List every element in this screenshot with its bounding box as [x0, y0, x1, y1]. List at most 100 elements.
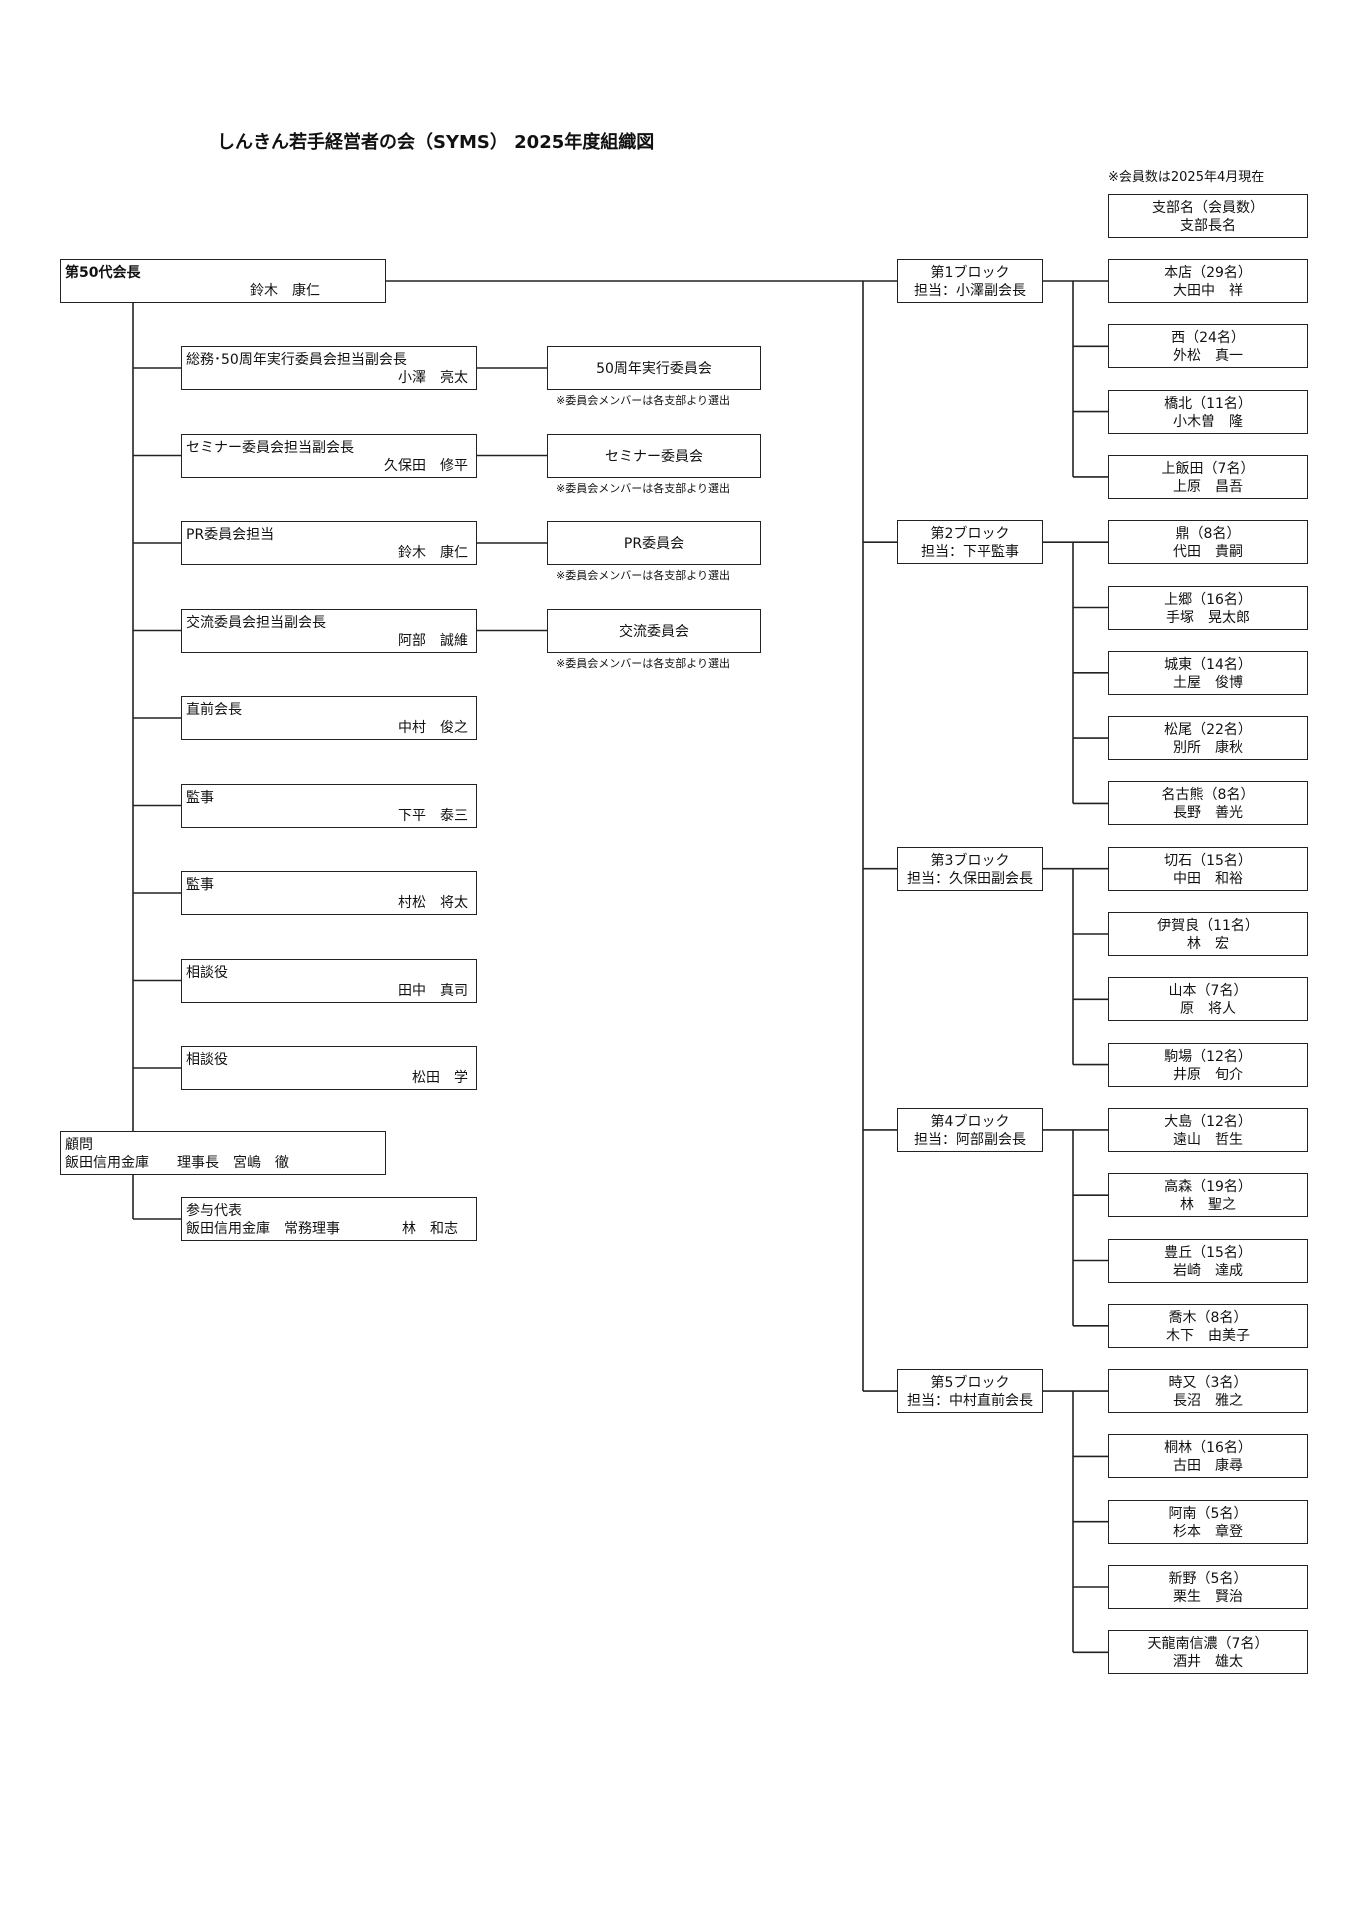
block-manager: 担当：中村直前会長 [907, 1393, 1033, 1410]
branch-name: 切石（15名） [1164, 852, 1252, 869]
officer-role: 監事 [186, 877, 214, 893]
officer-box: 直前会長中村 俊之 [181, 696, 477, 740]
officer-box: 相談役松田 学 [181, 1046, 477, 1090]
branch-leader: 遠山 哲生 [1173, 1131, 1243, 1148]
branch-leader: 小木曽 隆 [1173, 413, 1243, 430]
branch-name: 新野（5名） [1168, 1571, 1248, 1587]
councilor-role: 参与代表 [186, 1203, 242, 1219]
branch-leader: 林 聖之 [1180, 1197, 1236, 1214]
committee-name: 交流委員会 [619, 623, 689, 640]
committee-box: 交流委員会 [547, 608, 761, 653]
officer-box: PR委員会担当鈴木 康仁 [181, 521, 477, 565]
committee-name: 50周年実行委員会 [596, 361, 712, 377]
block-box: 第5ブロック担当：中村直前会長 [897, 1369, 1043, 1414]
block-box: 第4ブロック担当：阿部副会長 [897, 1107, 1043, 1152]
branch-box: 阿南（5名）杉本 章登 [1108, 1499, 1308, 1544]
branch-leader: 杉本 章登 [1173, 1523, 1243, 1540]
branch-box: 新野（5名）栗生 賢治 [1108, 1565, 1308, 1609]
branch-box: 大島（12名）遠山 哲生 [1108, 1107, 1308, 1152]
branch-leader: 代田 貴嗣 [1173, 544, 1243, 561]
councilor-box: 参与代表 飯田信用金庫 常務理事 林 和志 [181, 1197, 477, 1241]
branch-leader: 別所 康秋 [1173, 740, 1243, 757]
branch-name: 伊賀良（11名） [1157, 918, 1259, 934]
branch-box: 城東（14名）土屋 俊博 [1108, 650, 1308, 695]
branch-name: 桐林（16名） [1164, 1440, 1252, 1457]
branch-leader: 中田 和裕 [1173, 870, 1243, 887]
committee-box: PR委員会 [547, 521, 761, 565]
block-manager: 担当：小澤副会長 [914, 283, 1026, 299]
legend-line2: 支部長名 [1180, 218, 1236, 234]
president-name: 鈴木 康仁 [250, 283, 320, 299]
officer-box: 交流委員会担当副会長阿部 誠維 [181, 608, 477, 653]
branch-box: 山本（7名）原 将人 [1108, 977, 1308, 1022]
committee-name: PR委員会 [623, 536, 685, 552]
advisor-box: 顧問 飯田信用金庫 理事長 宮嶋 徹 [60, 1131, 386, 1175]
branch-box: 上飯田（7名）上原 昌吾 [1108, 454, 1308, 499]
branch-leader: 岩崎 達成 [1173, 1262, 1243, 1279]
officer-name: 松田 学 [412, 1070, 468, 1086]
branch-leader: 外松 真一 [1173, 348, 1243, 365]
officer-box: 相談役田中 真司 [181, 958, 477, 1003]
block-name: 第5ブロック [930, 1375, 1010, 1392]
block-manager: 担当：久保田副会長 [907, 870, 1033, 887]
branch-leader: 大田中 祥 [1173, 283, 1243, 299]
committee-note: ※委員会メンバーは各支部より選出 [556, 394, 730, 407]
branch-box: 桐林（16名）古田 康尋 [1108, 1434, 1308, 1479]
officer-role: 監事 [186, 789, 214, 806]
branch-name: 天龍南信濃（7名） [1147, 1636, 1269, 1653]
officer-name: 久保田 修平 [384, 457, 468, 474]
officer-box: 監事下平 泰三 [181, 783, 477, 828]
branch-name: 松尾（22名） [1164, 722, 1252, 739]
branch-name: 名古熊（8名） [1161, 787, 1255, 804]
branch-leader: 酒井 雄太 [1173, 1654, 1243, 1671]
branch-box: 橋北（11名）小木曽 隆 [1108, 389, 1308, 434]
officer-name: 田中 真司 [398, 982, 468, 999]
branch-box: 上郷（16名）手塚 晃太郎 [1108, 585, 1308, 630]
branch-leader: 土屋 俊博 [1173, 674, 1243, 691]
officer-name: 小澤 亮太 [398, 370, 468, 386]
branch-box: 切石（15名）中田 和裕 [1108, 846, 1308, 891]
branch-leader: 長沼 雅之 [1173, 1393, 1243, 1410]
officer-box: 監事村松 将太 [181, 871, 477, 915]
block-name: 第4ブロック [930, 1113, 1010, 1130]
officer-name: 中村 俊之 [398, 720, 468, 736]
branch-name: 鼎（8名） [1175, 526, 1241, 543]
officer-role: PR委員会担当 [186, 527, 275, 543]
branch-box: 鼎（8名）代田 貴嗣 [1108, 520, 1308, 565]
officer-role: 直前会長 [186, 702, 242, 718]
branch-name: 西（24名） [1171, 330, 1245, 347]
block-name: 第2ブロック [930, 526, 1010, 543]
officer-name: 阿部 誠維 [398, 632, 468, 649]
officer-name: 下平 泰三 [398, 807, 468, 824]
branch-box: 伊賀良（11名）林 宏 [1108, 912, 1308, 956]
branch-leader: 古田 康尋 [1173, 1458, 1243, 1475]
branch-name: 豊丘（15名） [1164, 1244, 1252, 1261]
officer-box: セミナー委員会担当副会長久保田 修平 [181, 433, 477, 478]
branch-name: 上郷（16名） [1164, 591, 1252, 608]
branch-name: 駒場（12名） [1164, 1048, 1252, 1065]
block-manager: 担当：阿部副会長 [914, 1131, 1026, 1148]
branch-name: 山本（7名） [1168, 983, 1248, 1000]
councilor-name: 林 和志 [402, 1221, 458, 1237]
block-manager: 担当：下平監事 [921, 544, 1019, 561]
branch-box: 豊丘（15名）岩崎 達成 [1108, 1238, 1308, 1283]
block-name: 第3ブロック [930, 852, 1010, 869]
committee-note: ※委員会メンバーは各支部より選出 [556, 656, 730, 670]
branch-leader: 木下 由美子 [1166, 1327, 1250, 1344]
branch-box: 時又（3名）長沼 雅之 [1108, 1369, 1308, 1414]
branch-box: 天龍南信濃（7名）酒井 雄太 [1108, 1630, 1308, 1675]
branch-box: 駒場（12名）井原 旬介 [1108, 1042, 1308, 1087]
branch-box: 本店（29名）大田中 祥 [1108, 259, 1308, 303]
block-name: 第1ブロック [930, 265, 1010, 281]
block-box: 第2ブロック担当：下平監事 [897, 520, 1043, 565]
advisor-role: 顧問 [65, 1137, 93, 1153]
officer-role: 相談役 [186, 964, 228, 981]
page-title: しんきん若手経営者の会（SYMS） 2025年度組織図 [217, 132, 655, 153]
officer-box: 総務･50周年実行委員会担当副会長小澤 亮太 [181, 346, 477, 390]
member-count-note: ※会員数は2025年4月現在 [1108, 170, 1265, 185]
president-role: 第50代会長 [65, 265, 141, 281]
branch-leader: 長野 善光 [1173, 805, 1243, 822]
branch-name: 喬木（8名） [1168, 1309, 1248, 1326]
officer-role: 相談役 [186, 1052, 228, 1068]
